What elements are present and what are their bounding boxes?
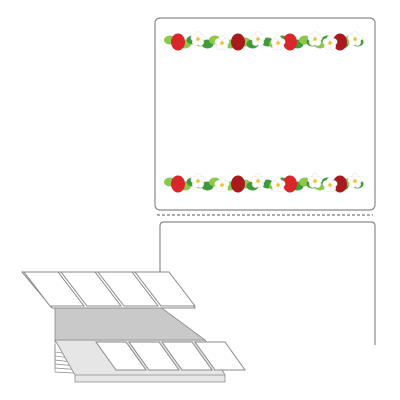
stack-edges: [54, 340, 226, 383]
strawberry-border-bottom: [164, 173, 364, 193]
strawberry: [171, 175, 185, 193]
blossom: [322, 35, 338, 50]
blossom: [214, 35, 230, 50]
blossom: [347, 31, 363, 46]
blossom: [322, 177, 338, 192]
blossom: [307, 173, 323, 188]
fanfold-label-cell: [95, 341, 147, 371]
blossom: [190, 173, 206, 188]
fanfold-label-cell: [133, 271, 197, 307]
blossom: [307, 31, 323, 46]
strawberry: [171, 33, 185, 51]
blossom: [270, 177, 286, 192]
strawberry: [283, 175, 297, 193]
strawberry: [231, 175, 245, 193]
strawberry: [231, 33, 245, 51]
blossom: [250, 173, 266, 188]
blossom: [214, 177, 230, 192]
strawberry-border-top: [164, 31, 364, 51]
label-top: [154, 17, 376, 211]
fanfold-label-cell: [161, 341, 213, 371]
blossom: [250, 31, 266, 46]
stack-base: [74, 375, 226, 383]
fanfold-label-cell: [128, 341, 180, 371]
lower-label-cells: [95, 341, 246, 371]
fanfold-label-cell: [22, 271, 86, 307]
blossom: [270, 35, 286, 50]
strawberry: [333, 33, 347, 51]
fanfold-label-cell: [96, 271, 160, 307]
blossom: [190, 31, 206, 46]
label-sheet: [154, 17, 376, 345]
stack-panel-mid: [54, 302, 207, 341]
liner-outline: [159, 221, 376, 345]
upper-label-cells: [22, 271, 197, 307]
strawberry: [333, 175, 347, 193]
fanfold-label-cell: [59, 271, 123, 307]
fanfold-label-cell: [194, 341, 246, 371]
fanfold-stack: [20, 271, 246, 383]
strawberry: [283, 33, 297, 51]
blossom: [347, 173, 363, 188]
